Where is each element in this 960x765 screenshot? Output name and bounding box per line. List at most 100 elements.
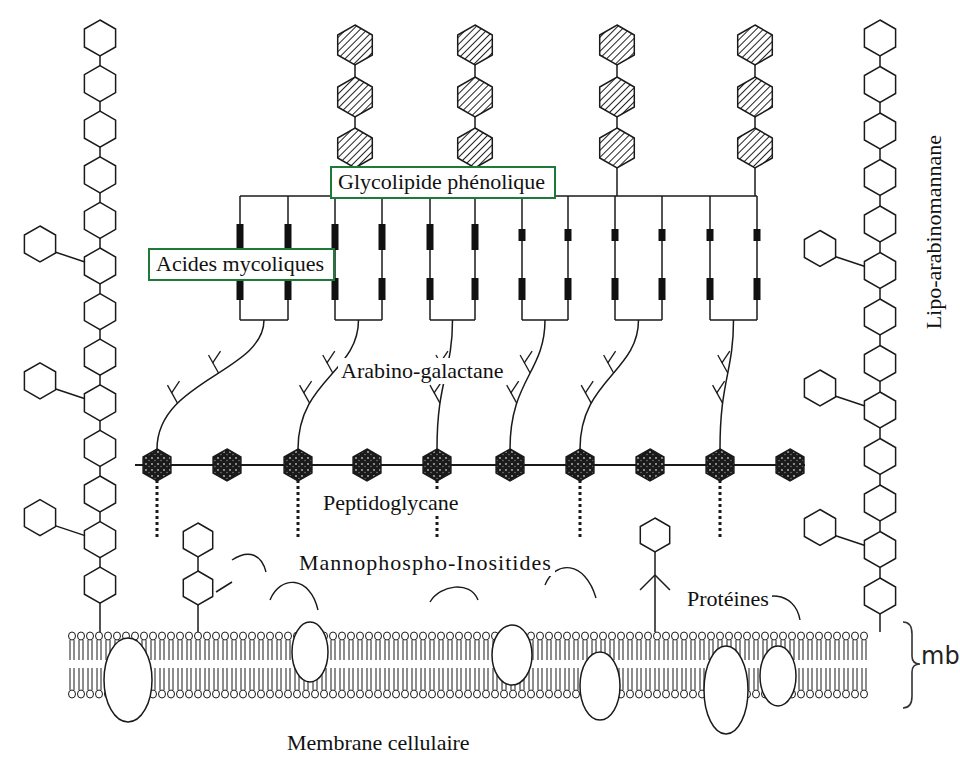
lipid-head: [393, 632, 400, 640]
mycolic-chain: [474, 196, 476, 320]
lipid-tail: [178, 668, 182, 690]
lipid-tail: [745, 640, 749, 660]
branch-hexagon: [804, 370, 835, 406]
lipid-head: [681, 632, 688, 640]
part-label: Arabino-galactane: [338, 358, 506, 384]
lipid-head: [87, 632, 94, 640]
protein-loop: [270, 582, 318, 610]
lipid-head: [321, 690, 328, 698]
lipid-tail: [682, 640, 686, 660]
lipid-tail: [439, 640, 443, 660]
lipid-head: [636, 632, 643, 640]
lipid-tail: [241, 668, 245, 690]
lipid-head: [312, 690, 319, 698]
lipid-tail: [97, 640, 101, 660]
lipid-head: [411, 690, 418, 698]
lipid-head: [96, 690, 103, 698]
lipid-tail: [196, 668, 200, 690]
lipid-tail: [466, 668, 470, 690]
mycolic-segment: [612, 278, 619, 300]
lipid-head: [384, 690, 391, 698]
lipid-head: [204, 690, 211, 698]
lipid-head: [186, 632, 193, 640]
lipid-head: [276, 632, 283, 640]
lipid-head: [87, 690, 94, 698]
highlight-box: Acides mycoliques: [148, 248, 335, 281]
protein-blob: [580, 652, 620, 720]
mycolic-segment: [332, 224, 339, 250]
peptide-chain: [719, 480, 722, 538]
lipid-head: [510, 690, 517, 698]
muramic-hexagon: [423, 449, 451, 481]
lipid-head: [69, 690, 76, 698]
muramic-hexagon: [636, 449, 664, 481]
mycolic-segment: [285, 278, 292, 300]
lipid-head: [204, 632, 211, 640]
lipid-head: [852, 632, 859, 640]
lipid-head: [825, 690, 832, 698]
arabinogalactan-branch: [300, 385, 310, 403]
lipid-tail: [286, 668, 290, 690]
inositide-hexagon: [183, 523, 212, 557]
lipid-head: [438, 632, 445, 640]
lipid-head: [663, 690, 670, 698]
lipid-tail: [421, 640, 425, 660]
muramic-hexagon: [213, 449, 241, 481]
lipid-tail: [799, 668, 803, 690]
lipid-tail: [538, 668, 542, 690]
lipid-head: [330, 690, 337, 698]
lipid-head: [690, 690, 697, 698]
arabinogalactan-branch: [604, 355, 614, 373]
lipid-head: [258, 690, 265, 698]
lipid-tail: [268, 668, 272, 690]
lipid-head: [159, 632, 166, 640]
hatched-sugar: [338, 25, 373, 65]
lipid-tail: [655, 640, 659, 660]
branch-hexagon: [24, 226, 55, 262]
lipid-head: [735, 632, 742, 640]
lipid-head: [861, 690, 868, 698]
lipid-tail: [367, 668, 371, 690]
arabinogalactan-branch: [212, 351, 220, 363]
lipid-head: [267, 632, 274, 640]
hatched-sugar: [738, 77, 773, 117]
lipid-tail: [196, 640, 200, 660]
lipid-head: [258, 632, 265, 640]
lipid-head: [177, 690, 184, 698]
mycolic-chain: [756, 196, 758, 320]
lipid-head: [330, 632, 337, 640]
muramic-hexagon: [706, 449, 734, 481]
lipid-head: [816, 690, 823, 698]
arabinogalactan: [157, 320, 757, 449]
lipid-tail: [574, 668, 578, 690]
sugar-hexagon: [864, 113, 895, 149]
lipid-tail: [754, 640, 758, 660]
lipid-head: [753, 690, 760, 698]
branch-link: [835, 536, 865, 546]
lipid-tail: [259, 668, 263, 690]
protein-blob: [492, 625, 532, 685]
lipid-head: [807, 632, 814, 640]
sugar-hexagon: [84, 66, 115, 102]
lipid-head: [249, 632, 256, 640]
muramic-hexagon: [143, 449, 171, 481]
lipid-head: [807, 690, 814, 698]
arabinogalactan-branch: [167, 385, 177, 403]
branch-link: [55, 252, 85, 262]
lipid-head: [213, 632, 220, 640]
hatched-sugar: [338, 77, 373, 117]
lipid-tail: [259, 640, 263, 660]
sugar-hexagon: [84, 157, 115, 193]
sugar-hexagon: [84, 339, 115, 375]
lipid-head: [636, 690, 643, 698]
lipid-tail: [340, 640, 344, 660]
lipid-head: [393, 690, 400, 698]
lipid-tail: [448, 640, 452, 660]
mycolic-chain: [614, 196, 616, 320]
lipid-tail: [376, 668, 380, 690]
lipid-tail: [403, 640, 407, 660]
protein-loop: [430, 587, 478, 602]
part-label: Membrane cellulaire: [284, 730, 473, 756]
arabinogalactan-branch: [208, 355, 218, 373]
lipid-head: [501, 690, 508, 698]
